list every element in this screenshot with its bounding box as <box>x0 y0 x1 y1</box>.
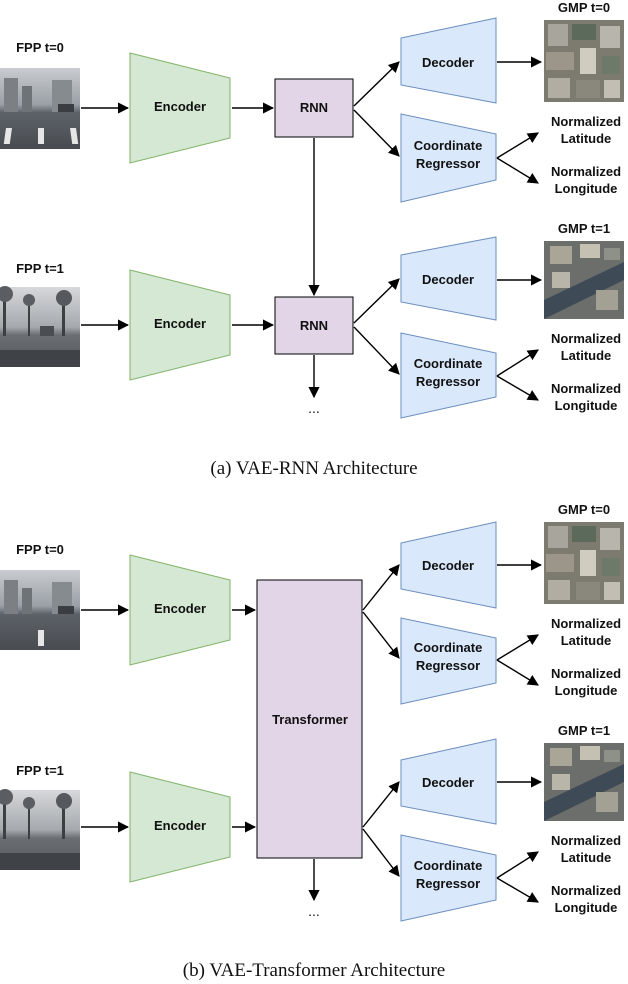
regressor-label-line1: Coordinate <box>414 138 483 153</box>
latitude-label: Latitude <box>561 850 612 865</box>
coordinate-regressor-block <box>400 332 497 419</box>
longitude-label: Longitude <box>555 683 618 698</box>
regressor-label-line1: Coordinate <box>414 640 483 655</box>
encoder-block <box>129 554 231 666</box>
decoder-label: Decoder <box>422 272 474 287</box>
transformer-label: Transformer <box>272 712 348 727</box>
street-photo-icon <box>0 68 80 149</box>
normalized-label: Normalized <box>551 666 621 681</box>
regressor-label-line1: Coordinate <box>414 858 483 873</box>
normalized-label: Normalized <box>551 833 621 848</box>
longitude-label: Longitude <box>555 900 618 915</box>
decoder-label: Decoder <box>422 775 474 790</box>
regressor-label-line2: Regressor <box>416 658 480 673</box>
encoder-block <box>129 52 231 164</box>
caption-b: (b) VAE-Transformer Architecture <box>183 960 445 981</box>
decoder-block <box>400 738 497 825</box>
regressor-label-line1: Coordinate <box>414 356 483 371</box>
decoder-block <box>400 236 497 321</box>
diagram-a: FPP t=0 FPP t=1 Encoder <box>0 0 624 479</box>
rnn-block <box>274 296 354 355</box>
aerial-map-icon <box>544 241 624 319</box>
encoder-label: Encoder <box>154 818 206 833</box>
decoder-block <box>400 17 497 104</box>
normalized-label: Normalized <box>551 381 621 396</box>
normalized-label: Normalized <box>551 616 621 631</box>
longitude-label: Longitude <box>555 181 618 196</box>
normalized-label: Normalized <box>551 164 621 179</box>
ellipsis: ... <box>308 903 320 919</box>
rnn-label: RNN <box>300 318 328 333</box>
regressor-label-line2: Regressor <box>416 374 480 389</box>
gmp-t1-label: GMP t=1 <box>558 723 610 738</box>
rnn-block <box>274 78 354 138</box>
normalized-label: Normalized <box>551 114 621 129</box>
regressor-label-line2: Regressor <box>416 156 480 171</box>
latitude-label: Latitude <box>561 131 612 146</box>
normalized-label: Normalized <box>551 883 621 898</box>
latitude-label: Latitude <box>561 348 612 363</box>
street-photo-icon <box>0 570 80 650</box>
transformer-block <box>256 579 363 859</box>
coordinate-regressor-block <box>400 113 497 203</box>
fpp-t1-label: FPP t=1 <box>16 763 64 778</box>
street-photo-icon <box>0 789 80 870</box>
fpp-t0-label: FPP t=0 <box>16 542 64 557</box>
aerial-map-icon <box>544 743 624 821</box>
aerial-map-icon <box>544 20 624 102</box>
edges <box>81 56 543 401</box>
encoder-label: Encoder <box>154 601 206 616</box>
aerial-map-icon <box>544 522 624 604</box>
fpp-t0-label: FPP t=0 <box>16 40 64 55</box>
caption-a: (a) VAE-RNN Architecture <box>210 458 417 479</box>
decoder-label: Decoder <box>422 558 474 573</box>
fpp-t1-label: FPP t=1 <box>16 261 64 276</box>
edges <box>81 559 543 903</box>
longitude-label: Longitude <box>555 398 618 413</box>
decoder-block <box>400 521 497 609</box>
normalized-label: Normalized <box>551 331 621 346</box>
coordinate-regressor-block <box>400 617 497 705</box>
latitude-label: Latitude <box>561 633 612 648</box>
decoder-label: Decoder <box>422 55 474 70</box>
encoder-label: Encoder <box>154 99 206 114</box>
rnn-label: RNN <box>300 100 328 115</box>
coordinate-regressor-block <box>400 834 497 922</box>
encoder-block <box>129 771 231 883</box>
ellipsis: ... <box>308 400 320 416</box>
encoder-label: Encoder <box>154 316 206 331</box>
street-photo-icon <box>0 286 80 367</box>
gmp-t0-label: GMP t=0 <box>558 502 610 517</box>
diagram-b: FPP t=0 FPP t=1 Encoder Encoder Tran <box>0 502 624 981</box>
encoder-block <box>129 269 231 381</box>
regressor-label-line2: Regressor <box>416 876 480 891</box>
gmp-t1-label: GMP t=1 <box>558 221 610 236</box>
gmp-t0-label: GMP t=0 <box>558 0 610 15</box>
